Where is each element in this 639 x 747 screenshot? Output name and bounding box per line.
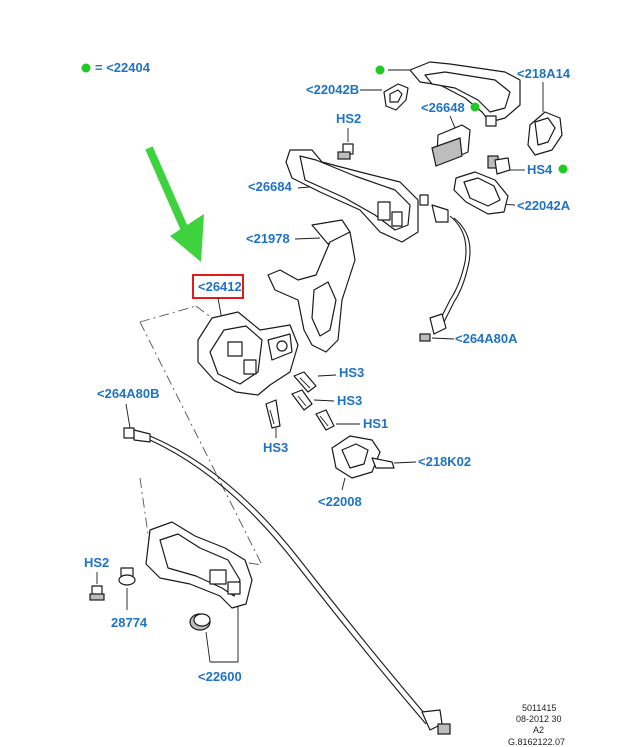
legend-text: = <22404	[95, 60, 151, 75]
footer-line-4: G.8162122.07	[508, 737, 565, 747]
bracket-26684-part	[285, 149, 419, 243]
cover-26648-part	[431, 124, 471, 167]
footer-line-3: A2	[533, 725, 544, 735]
label-264A80A[interactable]: <264A80A	[455, 331, 518, 346]
latch-26412-part	[197, 311, 299, 396]
screw-hs4-part	[487, 155, 511, 175]
label-26684[interactable]: <26684	[248, 179, 293, 194]
label-22042B[interactable]: <22042B	[306, 82, 359, 97]
marker-dot-icon	[375, 65, 385, 75]
handle-end-cap-part	[527, 111, 563, 156]
outside-handle-part	[388, 61, 521, 127]
legend-dot-icon	[81, 63, 91, 73]
label-hs2-bottom[interactable]: HS2	[84, 555, 109, 570]
label-22042A[interactable]: <22042A	[517, 198, 571, 213]
footer-line-2: 08-2012 30	[516, 714, 562, 724]
label-26412[interactable]: <26412	[198, 279, 242, 294]
label-28774[interactable]: 28774	[111, 615, 148, 630]
guide-line	[139, 477, 151, 549]
marker-dot-icon	[470, 102, 480, 112]
label-hs4[interactable]: HS4	[527, 162, 553, 177]
label-hs2-top[interactable]: HS2	[336, 111, 361, 126]
label-26648[interactable]: <26648	[421, 100, 465, 115]
label-218A14[interactable]: <218A14	[517, 66, 571, 81]
marker-dot-icon	[558, 164, 568, 174]
screw-hs2-bottom-part	[89, 585, 105, 601]
striker-22008-part	[331, 435, 395, 479]
label-22008[interactable]: <22008	[318, 494, 362, 509]
guide-line	[195, 305, 213, 319]
guide-line	[139, 321, 263, 566]
clip-28774-part	[118, 567, 136, 586]
bracket-21978-part	[267, 219, 356, 353]
screw-hs3-c-part	[265, 399, 281, 429]
footer-line-1: 5011415	[522, 703, 556, 713]
label-hs3-c[interactable]: HS3	[263, 440, 288, 455]
cable-264A80B-part	[123, 427, 451, 735]
label-218K02[interactable]: <218K02	[418, 454, 471, 469]
screw-hs3-a-part	[293, 371, 317, 393]
label-hs3-a[interactable]: HS3	[339, 365, 364, 380]
guide-line	[139, 305, 197, 323]
green-down-arrow-icon	[145, 146, 204, 262]
label-264A80B[interactable]: <264A80B	[97, 386, 160, 401]
rod-264A80A-part	[419, 194, 471, 342]
screw-hs3-b-part	[291, 389, 313, 411]
label-hs3-b[interactable]: HS3	[337, 393, 362, 408]
screw-hs1-part	[315, 409, 335, 431]
label-22600[interactable]: <22600	[198, 669, 242, 684]
screw-hs2-top-part	[337, 143, 354, 160]
label-hs1[interactable]: HS1	[363, 416, 388, 431]
inside-handle-22600-part	[145, 521, 253, 631]
label-21978[interactable]: <21978	[246, 231, 290, 246]
